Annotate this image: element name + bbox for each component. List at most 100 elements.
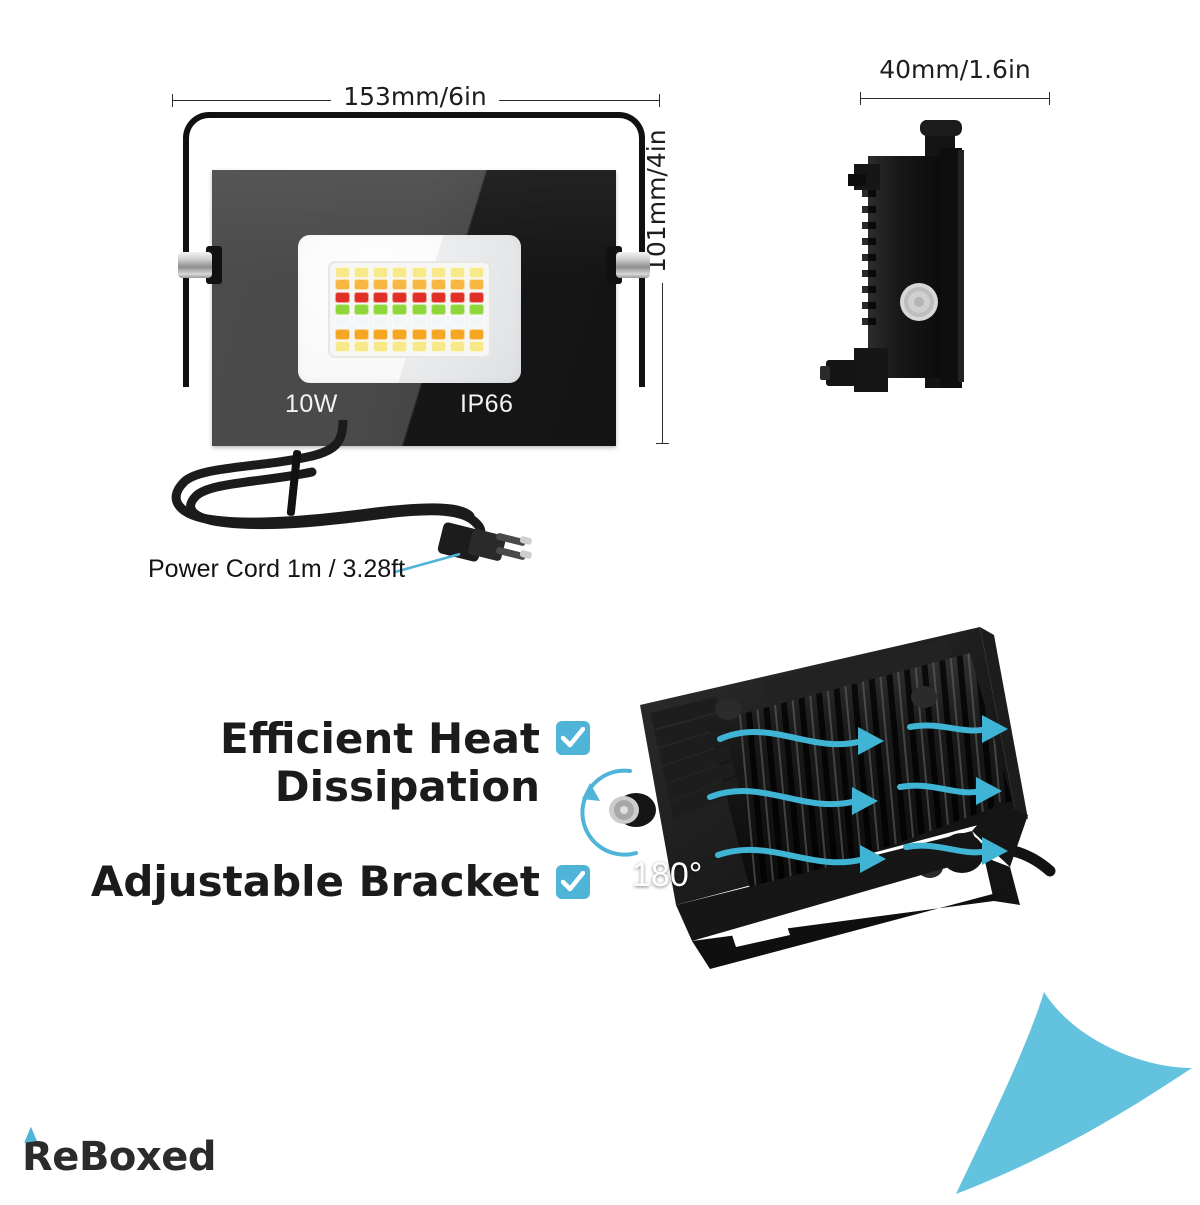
power-plug <box>437 522 532 562</box>
led-chip <box>430 328 446 340</box>
feature-label-heat-dissipation: Efficient Heat Dissipation <box>220 714 540 812</box>
width-dimension-label: 153mm/6in <box>331 82 499 111</box>
airflow-arrows <box>707 722 989 866</box>
led-chip <box>468 328 484 340</box>
checkmark-icon <box>556 721 590 755</box>
led-chip <box>354 328 370 340</box>
rotation-angle-label: 180° <box>632 856 703 894</box>
led-row <box>335 303 484 315</box>
led-chip <box>373 328 389 340</box>
wattage-label: 10W <box>285 390 338 418</box>
led-chip <box>335 316 350 328</box>
led-row <box>335 279 484 291</box>
led-chip <box>468 316 484 328</box>
logo-suffix: Boxed <box>78 1134 217 1180</box>
led-row <box>335 328 484 340</box>
led-chip <box>411 291 427 303</box>
ribbon-shape <box>948 960 1196 1194</box>
led-chip <box>468 291 484 303</box>
mounting-bracket-front <box>183 112 645 387</box>
led-chip <box>354 316 370 328</box>
logo-prefix: Re <box>22 1134 79 1180</box>
led-chip <box>449 303 465 315</box>
led-chip <box>335 291 350 303</box>
led-chip <box>354 303 370 315</box>
depth-dimension-line <box>860 92 1050 105</box>
checkmark-icon <box>556 864 590 899</box>
adjustment-knob-right <box>616 252 650 278</box>
led-chip <box>468 303 484 315</box>
led-chip <box>430 316 446 328</box>
led-chip <box>392 291 408 303</box>
led-chip <box>430 340 446 352</box>
led-chip <box>449 279 465 291</box>
led-chip <box>373 340 389 352</box>
led-chip <box>335 340 350 352</box>
corner-ribbon-decoration <box>920 950 1200 1200</box>
led-chip <box>411 340 427 352</box>
led-chip <box>468 267 484 278</box>
diffuser-lens <box>298 235 521 383</box>
led-chip <box>430 279 446 291</box>
power-cord-section: Power Cord 1m / 3.28ft <box>140 420 570 610</box>
led-chip <box>354 340 370 352</box>
led-chip <box>335 328 350 340</box>
led-chip <box>392 316 408 328</box>
led-row <box>335 340 484 352</box>
rotation-knob <box>609 793 656 827</box>
led-chip <box>449 316 465 328</box>
led-chip <box>392 279 408 291</box>
feature-item-adjustable-bracket: Adjustable Bracket <box>80 856 590 906</box>
power-cord-illustration <box>171 420 532 574</box>
width-dimension-label-wrap: 153mm/6in <box>150 82 680 111</box>
led-chip <box>430 291 446 303</box>
led-chip <box>430 303 446 315</box>
led-chip <box>373 279 389 291</box>
feature-label-adjustable-bracket: Adjustable Bracket <box>90 856 540 906</box>
led-chip <box>449 328 465 340</box>
led-chip <box>373 316 389 328</box>
led-chip <box>392 328 408 340</box>
led-chip <box>449 291 465 303</box>
led-chip <box>411 279 427 291</box>
led-chip <box>392 267 408 278</box>
led-chip <box>354 291 370 303</box>
led-chip <box>449 340 465 352</box>
led-chip <box>411 267 427 278</box>
led-row <box>335 291 484 303</box>
led-chip <box>411 316 427 328</box>
depth-dimension-label: 40mm/1.6in <box>879 55 1031 84</box>
ip-rating-label: IP66 <box>460 390 514 418</box>
front-view-section: 153mm/6in 101mm/4in 10W IP66 <box>150 60 680 620</box>
led-chip <box>449 267 465 278</box>
led-chip <box>335 303 350 315</box>
cord-leader-line <box>394 552 461 574</box>
led-chip <box>373 267 389 278</box>
side-view-section: 40mm/1.6in <box>820 55 1090 435</box>
power-cord-label: Power Cord 1m / 3.28ft <box>148 555 406 583</box>
led-chip <box>411 328 427 340</box>
feature-label-line-1: Efficient Heat <box>220 714 540 763</box>
led-chip <box>468 279 484 291</box>
rotation-arrow-icon <box>580 768 638 857</box>
led-row <box>335 267 484 278</box>
led-chip <box>354 267 370 278</box>
led-chip-grid <box>328 261 491 358</box>
feature-item-heat-dissipation: Efficient Heat Dissipation <box>80 714 590 812</box>
led-chip <box>392 303 408 315</box>
led-chip <box>411 303 427 315</box>
led-chip <box>373 291 389 303</box>
adjustment-knob-left <box>178 252 212 278</box>
feature-label-line-2: Dissipation <box>274 762 540 812</box>
side-profile-illustration <box>820 120 964 392</box>
led-chip <box>354 279 370 291</box>
led-chip <box>335 279 350 291</box>
led-row <box>335 316 484 328</box>
back-view-section <box>580 605 1080 985</box>
check-glyph <box>561 870 585 891</box>
led-chip <box>373 303 389 315</box>
depth-dimension-label-wrap: 40mm/1.6in <box>820 55 1090 84</box>
led-chip <box>468 340 484 352</box>
check-glyph <box>561 727 585 748</box>
